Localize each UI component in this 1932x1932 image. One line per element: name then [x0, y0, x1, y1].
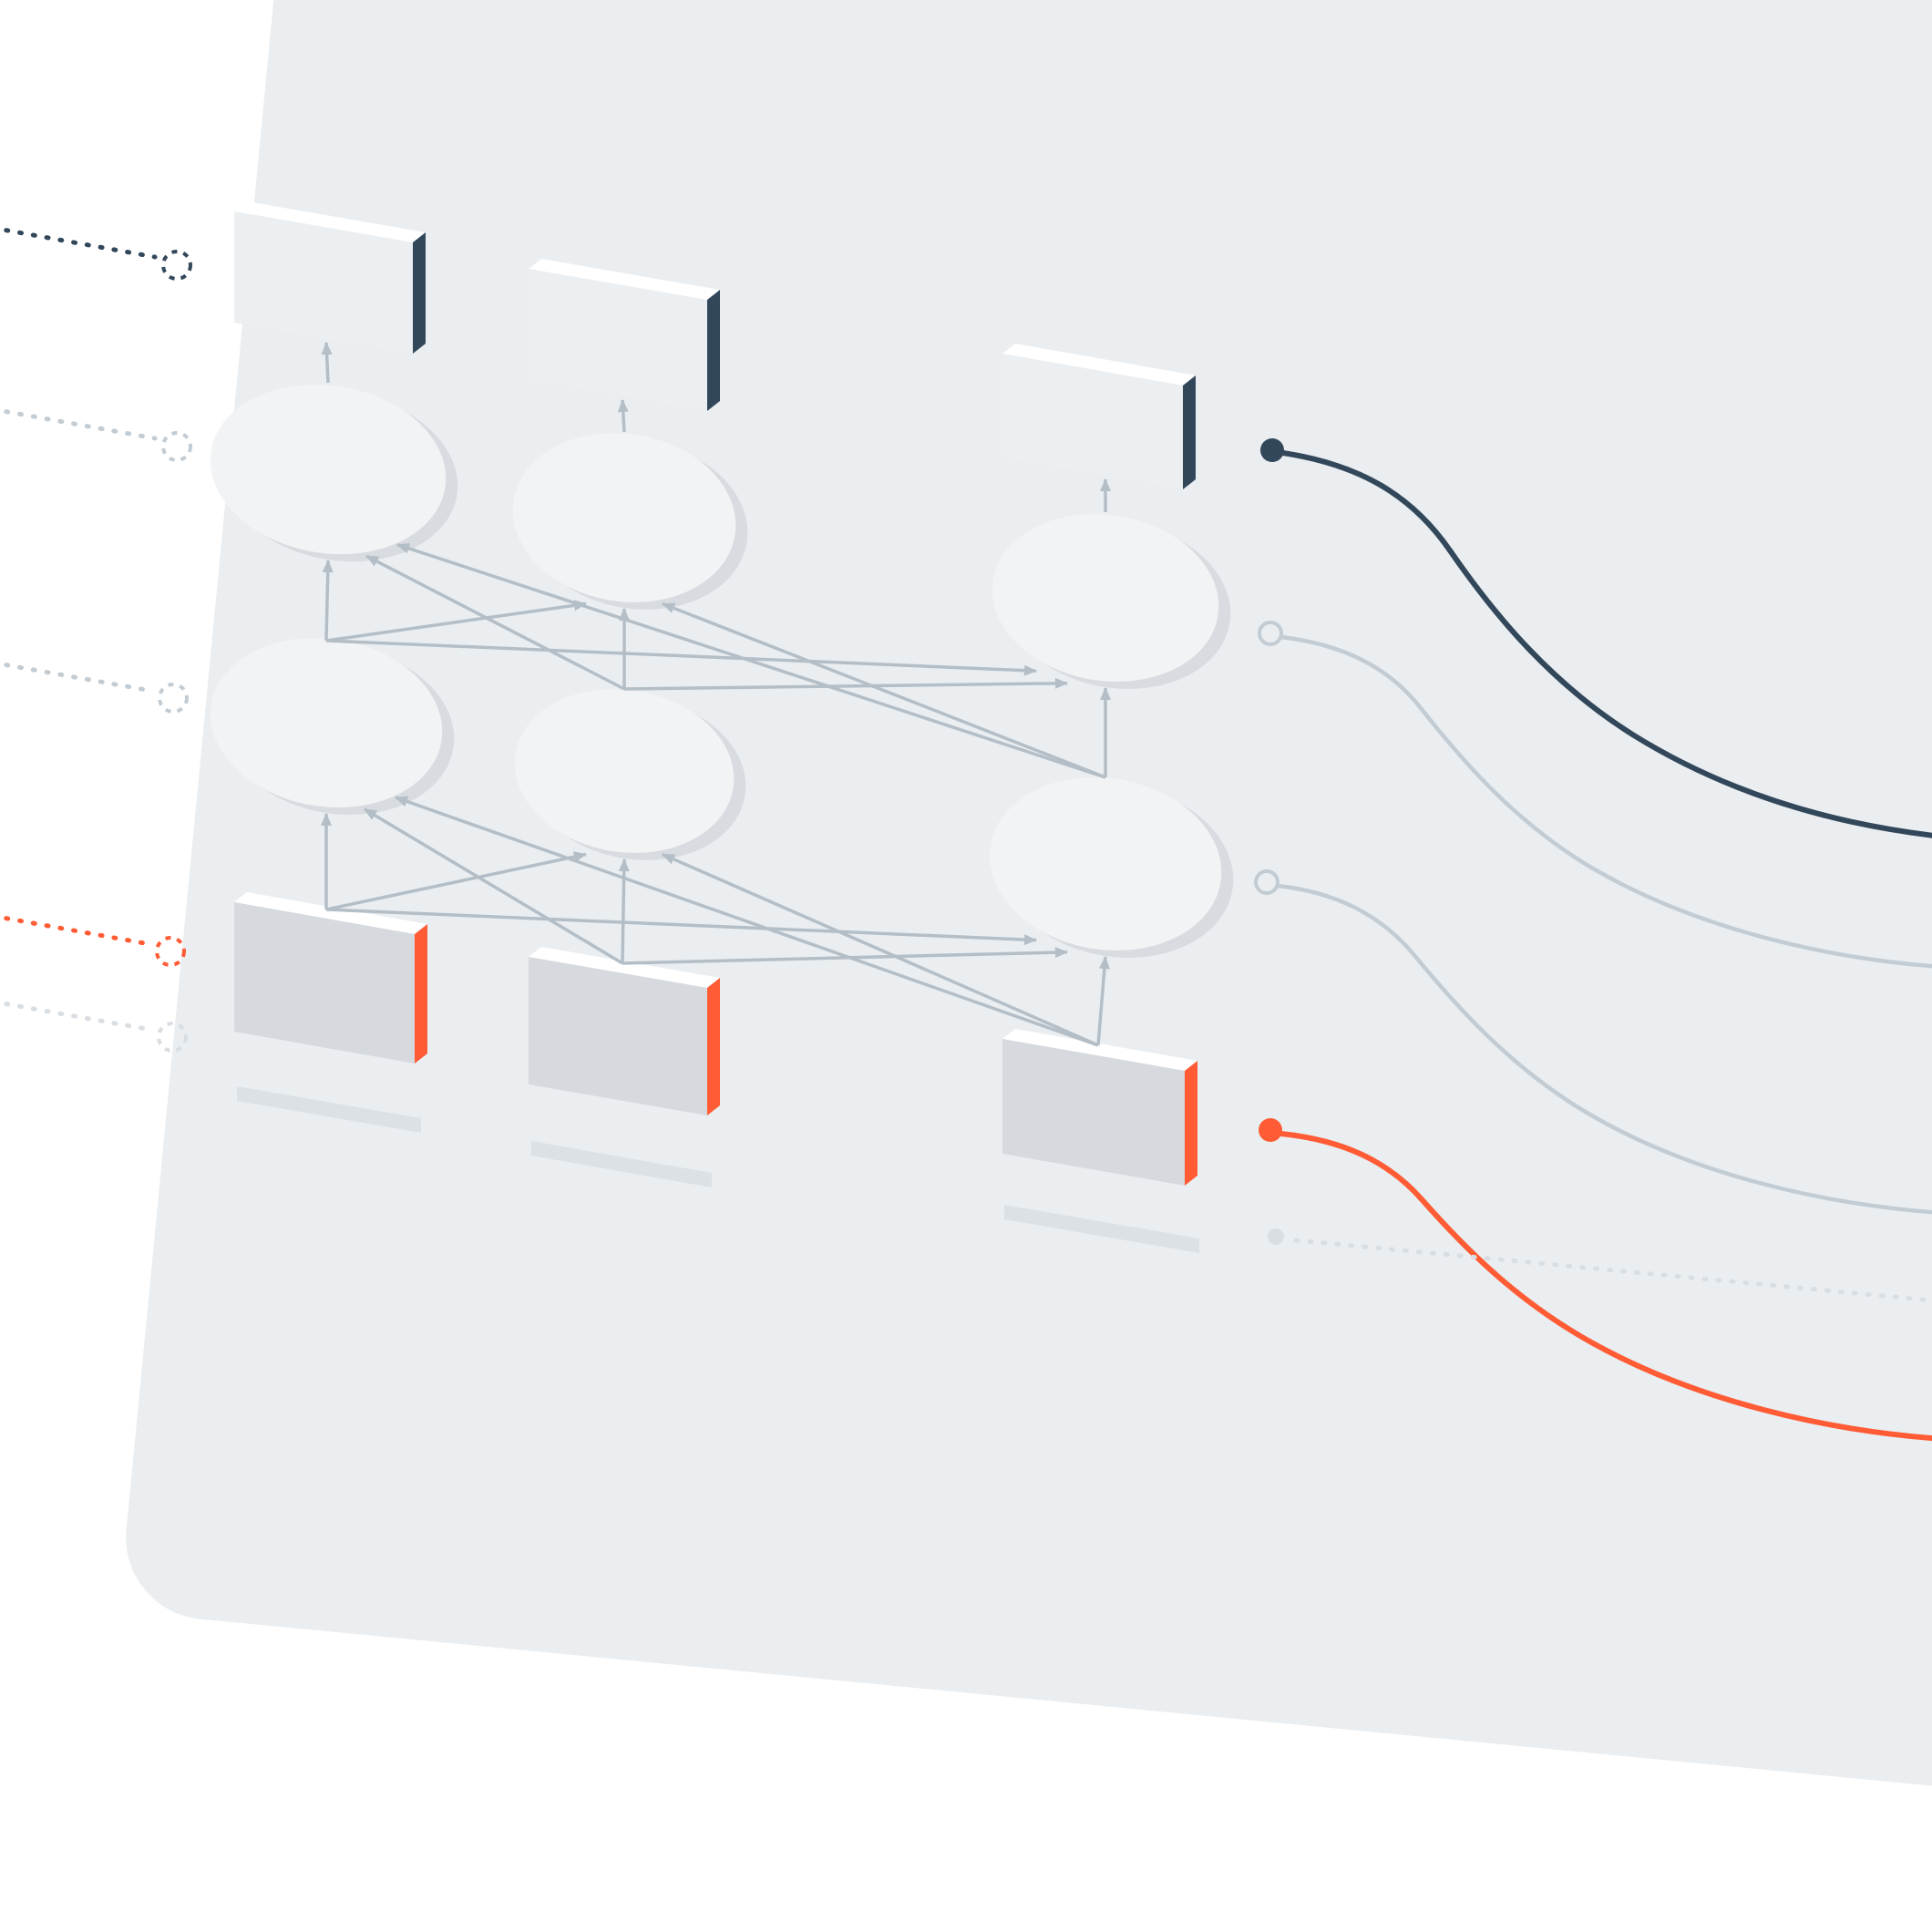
navy-curve: [1280, 450, 1932, 838]
hidden-node-upper-1: [210, 384, 458, 562]
hollow-dot-1: [1258, 621, 1283, 646]
dashed-line-navy: [0, 226, 158, 260]
connection-arrow-hidden-upper-2-to-output-2: [617, 399, 629, 433]
hidden-node-lower-2-face: [514, 689, 735, 853]
connection-arrow-hidden-lower-1-to-hidden-upper-1: [322, 560, 334, 642]
hidden-node-lower-3-face: [989, 777, 1222, 951]
connection-arrow-input-3-to-hidden-lower-3: [1096, 956, 1110, 1046]
output-box-3: [1002, 344, 1196, 489]
hollow-dot-2: [1254, 869, 1279, 895]
hidden-node-upper-2: [512, 433, 748, 610]
output-box-1-top-face: [234, 201, 426, 242]
input-box-2: [529, 947, 720, 1115]
gray-curve-2: [1275, 883, 1932, 1215]
input-box-2-top-face: [529, 947, 720, 988]
output-box-2-front-face: [529, 269, 707, 411]
output-box-3-side-face: [1183, 375, 1196, 489]
input-box-1-side-face: [415, 924, 427, 1064]
right-curved-connectors: [1254, 438, 1932, 1442]
output-connector-orange: [1259, 1118, 1932, 1442]
input-box-2-side-face: [707, 978, 720, 1115]
connection-arrow-input-2-to-hidden-lower-1: [364, 807, 623, 965]
connection-arrow-hidden-lower-2-to-hidden-upper-1: [365, 554, 625, 691]
output-box-2-top-face: [529, 259, 720, 300]
output-box-3-top-face: [1002, 344, 1196, 385]
network-nodes: [210, 201, 1234, 1186]
input-connector-orange: [0, 914, 186, 967]
dashed-line-faint: [0, 1000, 154, 1033]
connection-arrow-hidden-lower-1-to-hidden-upper-3: [325, 639, 1037, 676]
connection-arrow-input-2-to-hidden-lower-2: [618, 858, 630, 964]
dashed-circle-gray-1: [161, 431, 192, 462]
connection-arrow-hidden-lower-1-to-hidden-upper-2: [325, 600, 587, 642]
output-box-2: [529, 259, 720, 411]
output-connector-navy: [1260, 438, 1932, 838]
dashed-circle-faint: [157, 1022, 188, 1053]
hidden-node-upper-3: [992, 514, 1231, 689]
input-box-1-top-face: [234, 892, 427, 934]
tilted-panel: [126, 0, 1932, 1932]
hidden-node-upper-3-face: [992, 514, 1219, 682]
dashed-circle-gray-2: [158, 683, 189, 714]
connection-arrow-input-1-to-hidden-lower-2: [325, 851, 587, 911]
dashed-circle-orange: [155, 936, 186, 967]
hidden-node-lower-1-face: [210, 637, 443, 808]
connection-arrow-input-1-to-hidden-lower-3: [325, 908, 1037, 946]
underline-strip-2: [531, 1141, 712, 1187]
input-box-3-side-face: [1185, 1061, 1197, 1186]
connection-arrow-input-3-to-hidden-lower-1: [395, 796, 1099, 1047]
connection-arrow-hidden-lower-2-to-hidden-upper-3: [623, 677, 1068, 691]
connection-arrows: [321, 342, 1111, 1047]
dashed-line-gray-1: [0, 407, 158, 441]
connection-arrow-hidden-lower-3-to-hidden-upper-1: [396, 542, 1106, 779]
output-box-3-front-face: [1002, 354, 1183, 489]
connection-arrow-input-3-to-hidden-lower-2: [662, 852, 1099, 1047]
faint-dashed-line: [1293, 1238, 1932, 1303]
input-connector-gray-1: [0, 407, 192, 462]
dashed-line-orange: [0, 914, 152, 947]
orange-curve: [1279, 1131, 1932, 1442]
orange-dot: [1259, 1118, 1282, 1142]
underline-strip-3: [1004, 1205, 1199, 1253]
navy-dot: [1260, 438, 1284, 462]
hidden-node-upper-2-face: [512, 433, 736, 602]
hidden-node-lower-3: [989, 777, 1234, 958]
input-box-3-front-face: [1002, 1039, 1185, 1186]
underline-strip-1: [237, 1086, 421, 1133]
input-box-1: [234, 892, 427, 1064]
output-connector-gray-2: [1254, 869, 1932, 1215]
left-dashed-connectors: [0, 226, 192, 1053]
input-connector-navy: [0, 226, 192, 281]
input-connector-faint: [0, 1000, 188, 1053]
connection-arrow-hidden-upper-1-to-output-1: [321, 342, 333, 384]
input-connector-gray-2: [0, 661, 189, 714]
output-box-1-side-face: [413, 232, 426, 354]
hidden-node-lower-2: [514, 689, 746, 860]
output-box-2-side-face: [707, 290, 720, 411]
output-connector-faint: [1268, 1228, 1932, 1303]
connection-arrow-input-2-to-hidden-lower-3: [622, 947, 1068, 965]
hidden-node-lower-1: [210, 637, 455, 816]
input-box-2-front-face: [529, 957, 707, 1115]
input-box-3: [1002, 1029, 1197, 1186]
dashed-circle-navy: [161, 250, 192, 281]
input-box-3-top-face: [1002, 1029, 1197, 1071]
output-box-1: [234, 201, 426, 354]
dashed-line-gray-2: [0, 661, 154, 694]
output-box-1-front-face: [234, 211, 413, 354]
gray-curve-1: [1279, 634, 1932, 969]
underline-strips: [237, 1086, 1199, 1253]
connection-arrow-hidden-lower-3-to-hidden-upper-2: [662, 601, 1106, 779]
hidden-node-upper-1-face: [210, 384, 447, 555]
faint-dot: [1268, 1228, 1284, 1245]
output-connector-gray-1: [1258, 621, 1932, 969]
input-box-1-front-face: [234, 902, 415, 1064]
